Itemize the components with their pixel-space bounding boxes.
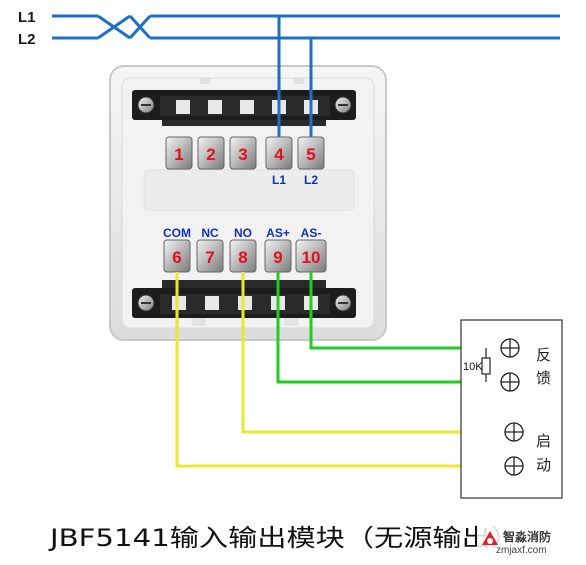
- start-label-char-2: 动: [536, 456, 551, 474]
- bus-label-l2: L2: [18, 31, 36, 48]
- terminal-number: 5: [306, 145, 315, 164]
- watermark-logo-icon: [482, 531, 498, 545]
- strip-end-screw-icon: [137, 294, 155, 312]
- bus-lines: L1 L2: [18, 9, 560, 48]
- terminal-number: 6: [172, 248, 181, 267]
- terminal-10[interactable]: 10: [295, 239, 327, 273]
- terminal-number: 9: [273, 248, 282, 267]
- bus-label-l1: L1: [18, 9, 36, 26]
- feedback-wires: [276, 272, 510, 384]
- strip-end-screw-icon: [334, 96, 352, 114]
- feedback-label-char-1: 反: [536, 346, 551, 364]
- terminal-number: 2: [206, 145, 215, 164]
- terminal-1[interactable]: 1: [165, 136, 193, 170]
- terminal-4[interactable]: 4 L1: [265, 136, 293, 187]
- diagram-caption: JBF5141输入输出模块（无源输出）: [48, 524, 520, 552]
- feedback-terminal-1-icon[interactable]: [500, 338, 520, 358]
- bus-drop-wires: [277, 16, 313, 148]
- watermark-url: zmjaxf.com: [496, 545, 547, 556]
- terminal-label-no: NO: [234, 226, 252, 240]
- strip-end-screw-icon: [137, 96, 155, 114]
- terminal-number: 10: [302, 248, 321, 267]
- top-terminals: 1 2 3 4 L1 5 L2: [165, 136, 325, 187]
- terminal-7[interactable]: 7: [196, 239, 224, 273]
- bottom-terminal-labels: COM NC NO AS+ AS-: [163, 226, 321, 240]
- terminal-5[interactable]: 5 L2: [297, 136, 325, 187]
- terminal-label-as-minus: AS-: [301, 226, 322, 240]
- terminal-label-com: COM: [163, 226, 191, 240]
- feedback-terminal-2-icon[interactable]: [500, 372, 520, 392]
- resistor-icon: [481, 357, 491, 375]
- start-label-char-1: 启: [536, 432, 551, 450]
- bottom-terminals: 6 7 8 9 10: [163, 239, 327, 273]
- terminal-2[interactable]: 2: [197, 136, 225, 170]
- resistor-label: 10K: [463, 361, 483, 373]
- terminal-number: 3: [238, 145, 247, 164]
- watermark-name: 智淼消防: [502, 529, 551, 544]
- terminal-8[interactable]: 8: [229, 239, 257, 273]
- top-terminal-strip: [132, 90, 356, 126]
- terminal-9[interactable]: 9: [264, 239, 292, 273]
- terminal-label: L2: [304, 173, 318, 187]
- terminal-label-as-plus: AS+: [266, 226, 290, 240]
- watermark: 智淼消防 zmjaxf.com: [477, 524, 581, 556]
- terminal-label: L1: [272, 173, 286, 187]
- strip-end-screw-icon: [334, 294, 352, 312]
- terminal-number: 4: [274, 145, 284, 164]
- terminal-6[interactable]: 6: [163, 239, 191, 273]
- terminal-label-nc: NC: [201, 226, 219, 240]
- terminal-number: 7: [205, 248, 214, 267]
- terminal-3[interactable]: 3: [229, 136, 257, 170]
- start-terminal-1-icon[interactable]: [504, 422, 524, 442]
- terminal-number: 8: [238, 248, 247, 267]
- terminal-number: 1: [174, 145, 183, 164]
- feedback-label-char-2: 馈: [536, 369, 551, 387]
- start-terminal-2-icon[interactable]: [504, 456, 524, 476]
- field-device-box: 10K 反 馈 启 动: [460, 319, 563, 499]
- start-wires: [175, 272, 514, 468]
